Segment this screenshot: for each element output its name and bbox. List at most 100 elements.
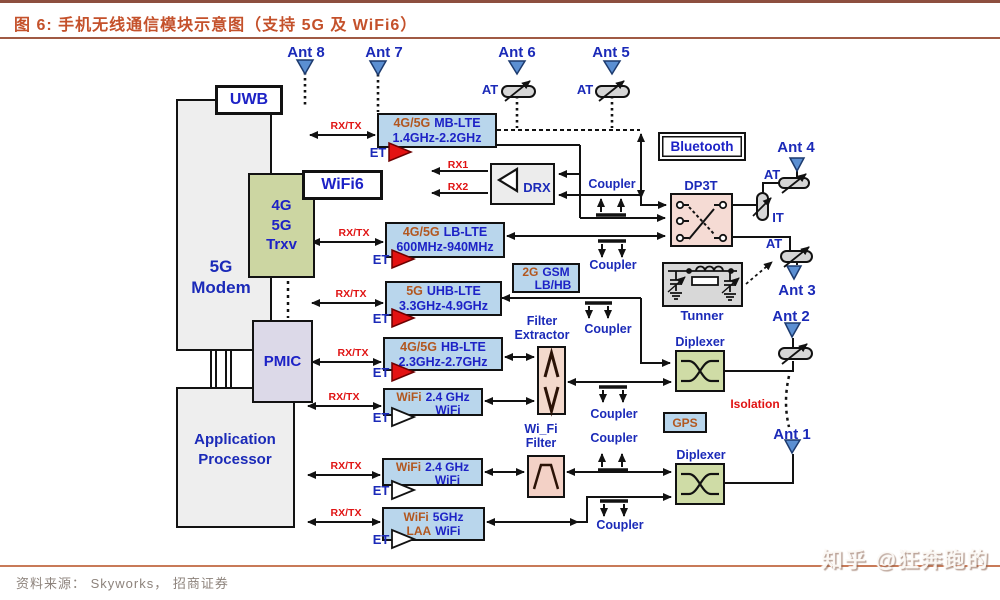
at-label-ant4: AT xyxy=(763,167,781,182)
tunner-label: Tunner xyxy=(680,308,724,323)
et-amp-uhb-icon xyxy=(391,307,416,329)
ant7-icon xyxy=(368,60,388,77)
uwb-label: UWB xyxy=(229,91,269,108)
at-tuner-ant5-icon xyxy=(595,85,630,98)
rxtx-label-wifi2: RX/TX xyxy=(330,460,362,472)
coupler-icons xyxy=(585,198,628,517)
footer-rule xyxy=(0,565,1000,567)
et-label-wifi2: ET xyxy=(372,483,390,498)
et-amp-laa-icon xyxy=(391,528,417,550)
ant2-label: Ant 2 xyxy=(772,308,810,325)
at-label-ant6: AT xyxy=(481,82,499,97)
ant1-icon xyxy=(783,439,802,455)
watermark: 知乎 @狂奔跑的 xyxy=(821,549,990,572)
wifi6-block: WiFi6 xyxy=(302,170,383,200)
et-amp-hb-icon xyxy=(391,361,416,383)
ant6-label: Ant 6 xyxy=(498,44,536,61)
rxtx-label-lb: RX/TX xyxy=(338,227,370,239)
ant5-label: Ant 5 xyxy=(592,44,630,61)
et-amp-icons xyxy=(388,141,417,550)
wifi-filter-label: Wi_Fi Filter xyxy=(524,422,558,450)
rxtx-label-laa: RX/TX xyxy=(330,507,362,519)
ant1-label: Ant 1 xyxy=(773,426,811,443)
figure-title: 图 6: 手机无线通信模块示意图（支持 5G 及 WiFi6） xyxy=(14,17,418,34)
wifi-bandpass-filter-icon xyxy=(532,463,560,490)
dp3t-switch-icon xyxy=(675,200,728,243)
at-label-ant3: AT xyxy=(765,236,783,251)
ant4-icon xyxy=(788,157,806,173)
et-amp-wifi2-icon xyxy=(391,479,417,501)
wifi-filter-block xyxy=(527,455,565,498)
ant4-label: Ant 4 xyxy=(777,139,815,156)
coupler-label-2: Coupler xyxy=(589,258,637,272)
et-amp-lb-icon xyxy=(391,248,416,270)
gps-block: GPS xyxy=(663,412,707,433)
rxtx-label-uhb: RX/TX xyxy=(335,288,367,300)
trxv-label: 4G 5G Trxv xyxy=(266,197,297,254)
diplexer-1-label: Diplexer xyxy=(675,335,725,349)
pmic-block: PMIC xyxy=(252,320,313,403)
gps-label: GPS xyxy=(672,415,698,430)
it-label: IT xyxy=(772,210,784,225)
antenna-icons xyxy=(295,59,806,455)
pmic-label: PMIC xyxy=(263,353,302,370)
ant7-label: Ant 7 xyxy=(365,44,403,61)
coupler-label-6: Coupler xyxy=(596,518,644,532)
ant6-icon xyxy=(507,60,527,76)
et-label-uhb: ET xyxy=(372,311,390,326)
ant3-label: Ant 3 xyxy=(778,282,816,299)
coupler-label-1: Coupler xyxy=(588,177,636,191)
at-label-ant5: AT xyxy=(576,82,594,97)
rf-wiring xyxy=(210,72,798,526)
bluetooth-block: Bluetooth xyxy=(658,132,746,161)
et-amp-wifi1-icon xyxy=(391,406,417,428)
modem-label: 5G Modem xyxy=(191,257,251,298)
diplexer-1-icon xyxy=(681,359,719,383)
application-processor-label: Application Processor xyxy=(194,431,276,468)
coupler-label-4: Coupler xyxy=(590,407,638,421)
ant2-icon xyxy=(783,322,802,339)
tunner-dashed-arrow xyxy=(745,261,773,285)
rxtx-label-wifi1: RX/TX xyxy=(328,391,360,403)
drx-amp-icon xyxy=(496,167,519,193)
application-processor-block xyxy=(176,387,295,528)
et-amp-mb-icon xyxy=(388,141,413,163)
et-label-wifi1: ET xyxy=(372,410,390,425)
ant5-icon xyxy=(602,60,622,76)
dp3t-label: DP3T xyxy=(684,178,718,193)
coupler-label-3: Coupler xyxy=(584,322,632,336)
source-note: 资料来源： Skyworks， 招商证券 xyxy=(16,576,229,591)
wifi6-label: WiFi6 xyxy=(321,176,364,193)
diplexer-2-label: Diplexer xyxy=(676,448,726,462)
et-label-hb: ET xyxy=(372,365,390,380)
tuner-arrows xyxy=(504,80,810,365)
rx1-label: RX1 xyxy=(447,159,469,171)
rxtx-label-mb: RX/TX xyxy=(330,120,362,132)
isolation-label: Isolation xyxy=(730,397,780,411)
et-label-lb: ET xyxy=(372,252,390,267)
et-label-mb: ET xyxy=(369,145,387,160)
drx-block xyxy=(490,163,555,205)
filter-extractor-label: Filter Extractor xyxy=(514,314,570,342)
drx-label: DRX xyxy=(523,180,551,195)
uwb-block: UWB xyxy=(215,85,283,115)
top-rule xyxy=(0,0,1000,3)
rxtx-label-hb: RX/TX xyxy=(337,347,369,359)
ant8-icon xyxy=(295,59,315,76)
at-tuner-ant6-icon xyxy=(501,85,536,98)
diplexer-2-icon xyxy=(681,472,719,496)
bluetooth-label: Bluetooth xyxy=(670,139,734,154)
tunner-circuit-icon xyxy=(667,265,740,301)
title-underline xyxy=(0,37,1000,39)
ant8-label: Ant 8 xyxy=(287,44,325,61)
filter-extractor-icon xyxy=(543,347,560,417)
rx2-label: RX2 xyxy=(447,181,469,193)
